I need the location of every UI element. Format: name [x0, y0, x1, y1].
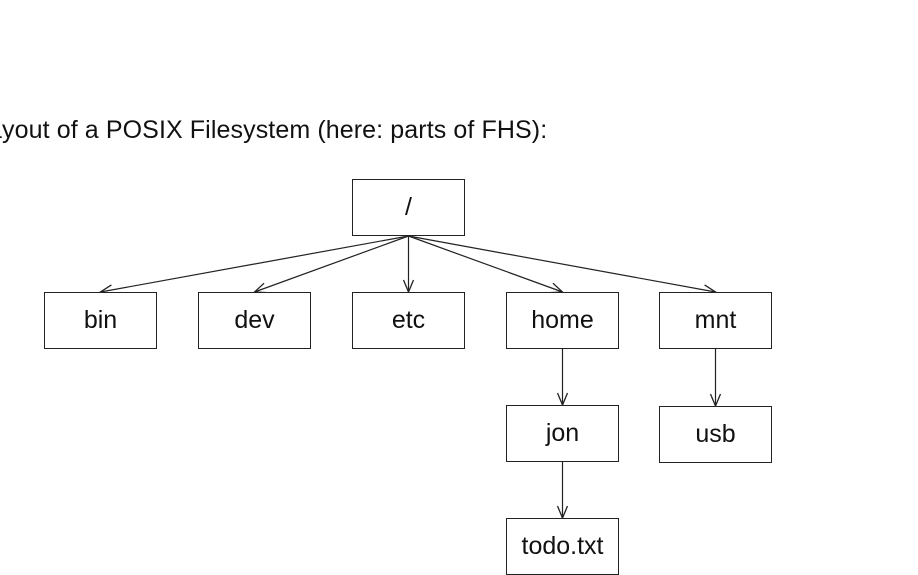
edge-root-to-mnt — [408, 235, 716, 292]
diagram-caption: ayout of a POSIX Filesystem (here: parts… — [0, 116, 548, 144]
node-bin-label: bin — [83, 306, 118, 334]
node-jon: jon — [506, 405, 619, 462]
node-etc: etc — [352, 292, 465, 349]
node-usb: usb — [659, 406, 772, 463]
node-etc-label: etc — [391, 306, 426, 334]
node-mnt: mnt — [659, 292, 772, 349]
edge-root-to-home — [408, 235, 563, 292]
node-home-label: home — [531, 306, 594, 334]
node-home: home — [506, 292, 619, 349]
node-jon-label: jon — [545, 419, 580, 447]
node-todo-txt: todo.txt — [506, 518, 619, 575]
node-usb-label: usb — [695, 420, 736, 448]
node-dev-label: dev — [234, 306, 275, 334]
node-dev: dev — [198, 292, 311, 349]
node-bin: bin — [44, 292, 157, 349]
node-todo-label: todo.txt — [521, 532, 604, 560]
edge-root-to-bin — [101, 235, 409, 292]
node-root-label: / — [405, 193, 412, 221]
node-mnt-label: mnt — [694, 306, 737, 334]
node-root: / — [352, 179, 465, 236]
edge-root-to-dev — [255, 235, 409, 292]
